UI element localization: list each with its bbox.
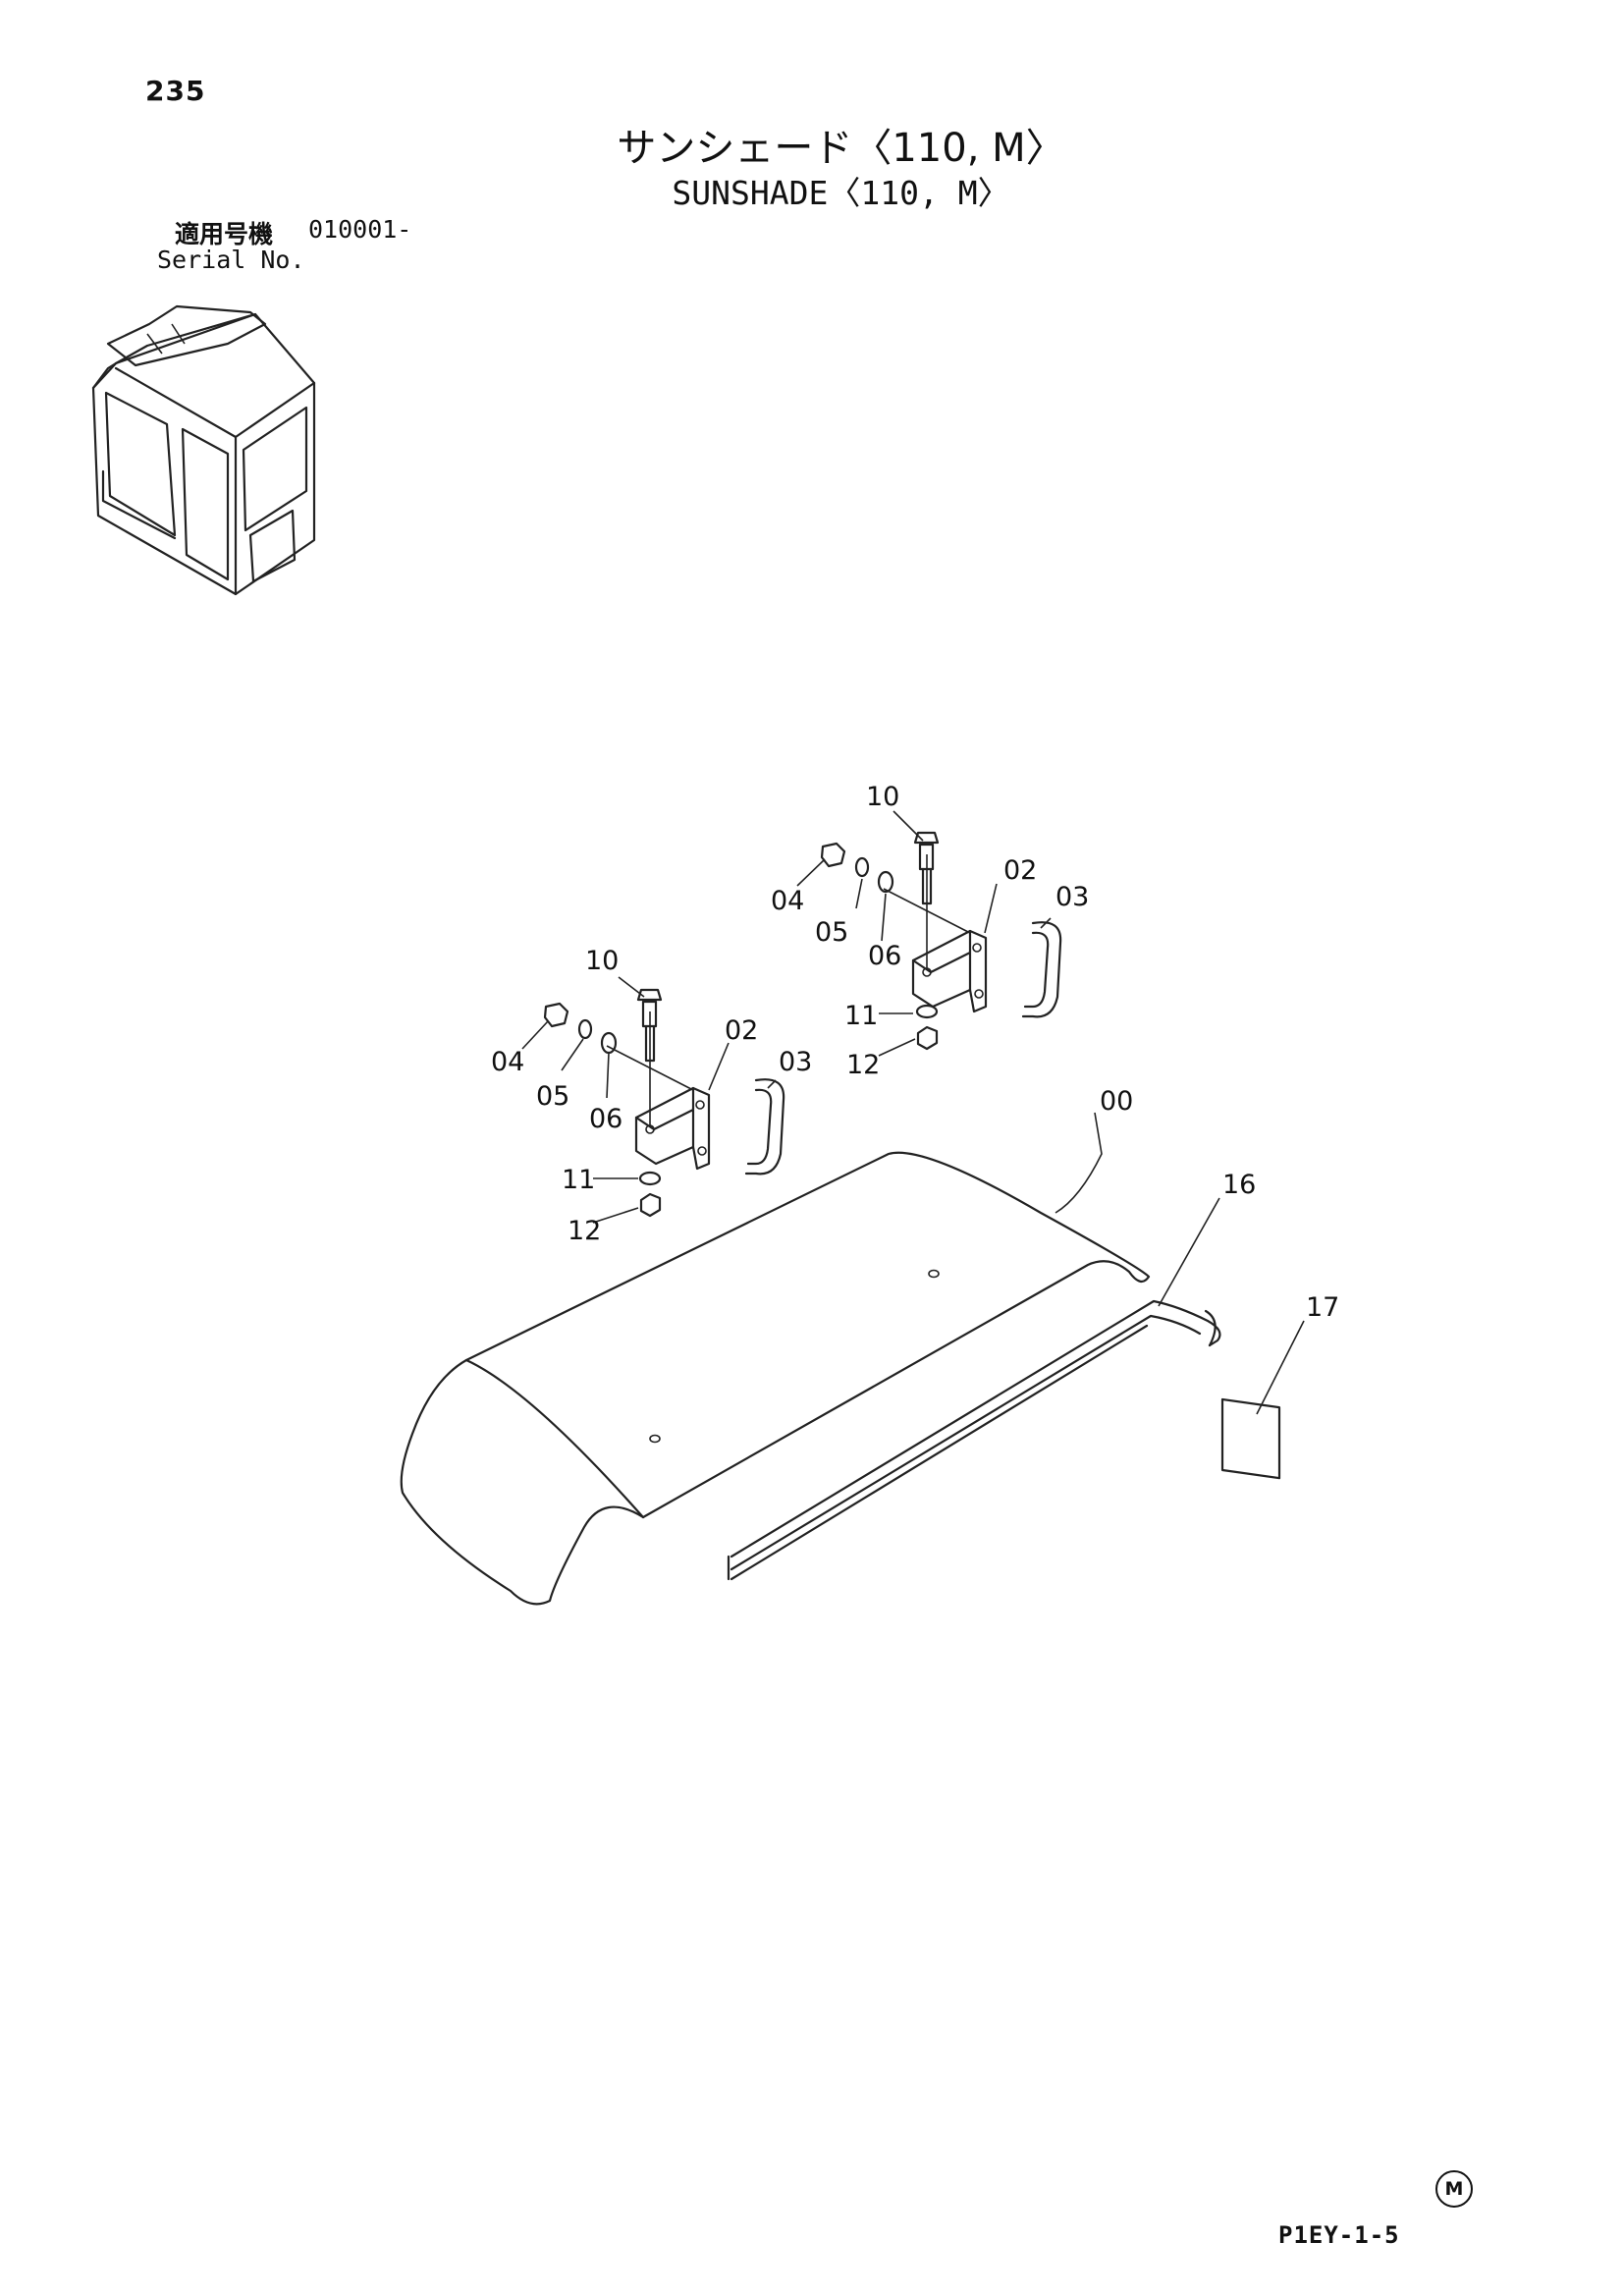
callout-05-left: 05 bbox=[536, 1081, 569, 1112]
leader-lines bbox=[521, 810, 1305, 1415]
callout-03-left: 03 bbox=[779, 1047, 812, 1077]
callout-04-left: 04 bbox=[491, 1047, 524, 1077]
callout-06-left: 06 bbox=[589, 1104, 622, 1134]
callout-04-right: 04 bbox=[771, 886, 804, 916]
trim-strip bbox=[727, 1299, 1221, 1581]
page-number: 235 bbox=[145, 75, 206, 107]
callout-labels: 00 16 17 10 04 05 06 02 03 11 12 10 04 0… bbox=[491, 782, 1339, 1323]
callout-00: 00 bbox=[1100, 1086, 1133, 1117]
callout-17: 17 bbox=[1306, 1292, 1339, 1323]
callout-11-right: 11 bbox=[844, 1001, 878, 1031]
callout-10-right: 10 bbox=[866, 782, 899, 812]
sunshade-panel bbox=[400, 1151, 1151, 1606]
callout-06-right: 06 bbox=[868, 941, 901, 971]
model-mark-icon: M bbox=[1435, 2170, 1473, 2208]
serial-label-english: Serial No. bbox=[157, 246, 305, 274]
serial-label-japanese: 適用号機 bbox=[175, 220, 274, 248]
serial-value: 010001- bbox=[308, 215, 412, 244]
title-japanese: サンシェード〈110, M〉 bbox=[617, 126, 1065, 171]
bracket-set-right bbox=[820, 831, 1062, 1051]
title-english: SUNSHADE〈110, M〉 bbox=[672, 174, 1010, 212]
callout-10-left: 10 bbox=[585, 946, 619, 976]
callout-03-right: 03 bbox=[1055, 882, 1089, 912]
callout-11-left: 11 bbox=[562, 1165, 595, 1195]
callout-05-right: 05 bbox=[815, 917, 848, 948]
callout-02-left: 02 bbox=[725, 1015, 758, 1046]
callout-02-right: 02 bbox=[1003, 855, 1037, 886]
callout-12-left: 12 bbox=[568, 1216, 601, 1246]
callout-16: 16 bbox=[1222, 1170, 1256, 1200]
document-code: P1EY-1-5 bbox=[1278, 2221, 1400, 2249]
label-sticker bbox=[1220, 1397, 1281, 1480]
callout-12-right: 12 bbox=[846, 1050, 880, 1080]
cab-thumbnail bbox=[91, 304, 316, 596]
